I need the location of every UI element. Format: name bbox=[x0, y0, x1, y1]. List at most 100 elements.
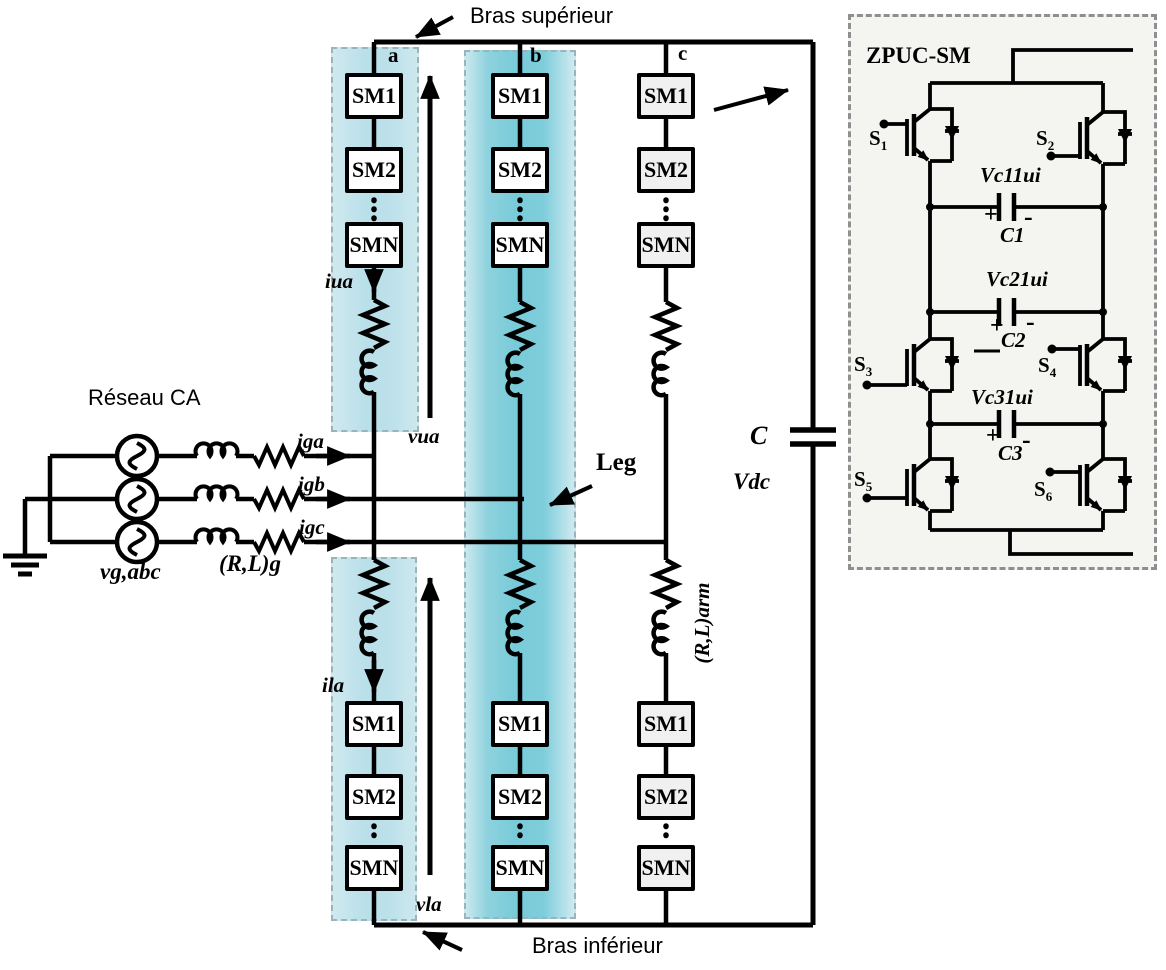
sm-box: SMN bbox=[637, 222, 695, 268]
sm-label: SMN bbox=[349, 232, 399, 257]
ac-source-c-icon bbox=[114, 519, 160, 565]
s4-sub: 4 bbox=[1049, 365, 1057, 381]
sm-box: SMN bbox=[491, 222, 549, 268]
junction-dots bbox=[926, 203, 1107, 428]
ac-network bbox=[3, 433, 666, 577]
c2-minus-sign: - bbox=[1026, 307, 1035, 336]
inductor-gb bbox=[193, 484, 240, 503]
vc31ui-label: Vc31ui bbox=[971, 385, 1033, 409]
sm-label: SM1 bbox=[498, 83, 542, 108]
zpuc-sm-panel bbox=[848, 14, 1157, 570]
bras-inferieur-arrow bbox=[422, 930, 463, 952]
s2-base: S bbox=[1036, 126, 1048, 150]
c3-plus-sign: + bbox=[986, 423, 1000, 449]
sm-box: SMN bbox=[637, 845, 695, 891]
resistor-arm-b-lower bbox=[503, 558, 537, 610]
s4-base: S bbox=[1038, 353, 1050, 377]
neutral-bus bbox=[22, 456, 53, 556]
phase-c-arm bbox=[649, 42, 683, 925]
sm-label: SM1 bbox=[644, 83, 688, 108]
sm-box: SMN bbox=[345, 845, 403, 891]
s1-base: S bbox=[869, 126, 881, 150]
leg-label: Leg bbox=[596, 449, 637, 476]
arrows bbox=[316, 15, 790, 952]
sm-box: SM2 bbox=[345, 147, 403, 193]
ac-source-b-icon bbox=[114, 476, 160, 522]
c2-capacitor-icon bbox=[996, 298, 1017, 326]
leg-arrow bbox=[549, 484, 593, 507]
inductor-arm-c-lower bbox=[651, 609, 671, 657]
igbt-s6-icon bbox=[1045, 457, 1132, 513]
vdc-label: Vdc bbox=[733, 469, 771, 494]
ac-source-a-icon bbox=[114, 433, 160, 479]
s1-sub: 1 bbox=[880, 138, 888, 154]
c3-minus-sign: - bbox=[1022, 425, 1031, 454]
sm-label: SM2 bbox=[644, 157, 688, 182]
phase-b-arm bbox=[503, 42, 537, 925]
sm-label: SM2 bbox=[498, 784, 542, 809]
s6-base: S bbox=[1034, 477, 1046, 501]
sm-box: SMN bbox=[491, 845, 549, 891]
resistor-ga bbox=[252, 442, 306, 470]
sm-label: SM1 bbox=[498, 711, 542, 736]
c1-plus-sign: + bbox=[984, 202, 998, 228]
sm-label: SMN bbox=[495, 232, 545, 257]
s6-label: S6 bbox=[1034, 478, 1052, 504]
s6-sub: 6 bbox=[1045, 489, 1053, 505]
cap-c-label: C bbox=[750, 421, 768, 450]
igb-label: igb bbox=[298, 472, 325, 496]
igc-label: igc bbox=[299, 515, 325, 539]
bras-superieur-label: Bras supérieur bbox=[470, 3, 614, 28]
sm-box: SM2 bbox=[637, 774, 695, 820]
c1-minus-sign: - bbox=[1024, 202, 1033, 231]
sm-box: SMN bbox=[345, 222, 403, 268]
dc-bus bbox=[374, 39, 836, 928]
vc21ui-label: Vc21ui bbox=[986, 267, 1048, 291]
c1-capacitor-icon bbox=[996, 193, 1017, 221]
iua-label: iua bbox=[325, 269, 354, 293]
s3-sub: 3 bbox=[865, 364, 873, 380]
rl-g-label: (R,L)g bbox=[219, 551, 281, 576]
sm-label: SMN bbox=[349, 855, 399, 880]
dc-capacitor-icon bbox=[790, 427, 836, 447]
entry-wire bbox=[1011, 48, 1133, 83]
s2-sub: 2 bbox=[1047, 138, 1055, 154]
exit-wire bbox=[1008, 530, 1133, 556]
inductor-gc bbox=[193, 527, 240, 546]
zpuc-title: ZPUC-SM bbox=[866, 43, 971, 68]
vua-label: vua bbox=[408, 424, 440, 448]
resistor-arm-c-upper bbox=[649, 300, 683, 352]
s2-label: S2 bbox=[1036, 127, 1054, 153]
sm-box: SM1 bbox=[637, 73, 695, 119]
inductor-arm-a-lower bbox=[359, 609, 379, 657]
resistor-arm-b-upper bbox=[503, 300, 537, 352]
rl-arm-label: (R,L)arm bbox=[689, 582, 714, 664]
vla-label: vla bbox=[416, 892, 442, 916]
c3-label: C3 bbox=[998, 441, 1023, 465]
sm-box: SM2 bbox=[491, 147, 549, 193]
sm-to-panel-arrow bbox=[713, 86, 790, 112]
igbt-s5-icon bbox=[862, 457, 959, 513]
igbt-s3-icon bbox=[862, 337, 959, 393]
sm-label: SM1 bbox=[352, 83, 396, 108]
sm-label: SM2 bbox=[352, 784, 396, 809]
sm-box: SM1 bbox=[491, 701, 549, 747]
phase-c-label: c bbox=[678, 41, 688, 65]
iga-label: iga bbox=[297, 429, 324, 453]
ila-label: ila bbox=[322, 673, 345, 697]
sm-box: SM1 bbox=[345, 701, 403, 747]
resistor-arm-a-lower bbox=[357, 558, 391, 610]
s5-sub: 5 bbox=[865, 479, 873, 495]
sine-icon bbox=[127, 527, 147, 557]
sine-icon bbox=[127, 441, 147, 471]
sm-label: SMN bbox=[641, 855, 691, 880]
resistor-gc bbox=[252, 528, 306, 556]
sm-label: SM2 bbox=[644, 784, 688, 809]
s4-label: S4 bbox=[1038, 354, 1056, 380]
bras-superieur-arrow bbox=[415, 15, 454, 39]
sm-label: SM1 bbox=[352, 711, 396, 736]
resistor-arm-c-lower bbox=[649, 558, 683, 610]
phase-b-label: b bbox=[530, 43, 542, 67]
sm-box: SM2 bbox=[491, 774, 549, 820]
